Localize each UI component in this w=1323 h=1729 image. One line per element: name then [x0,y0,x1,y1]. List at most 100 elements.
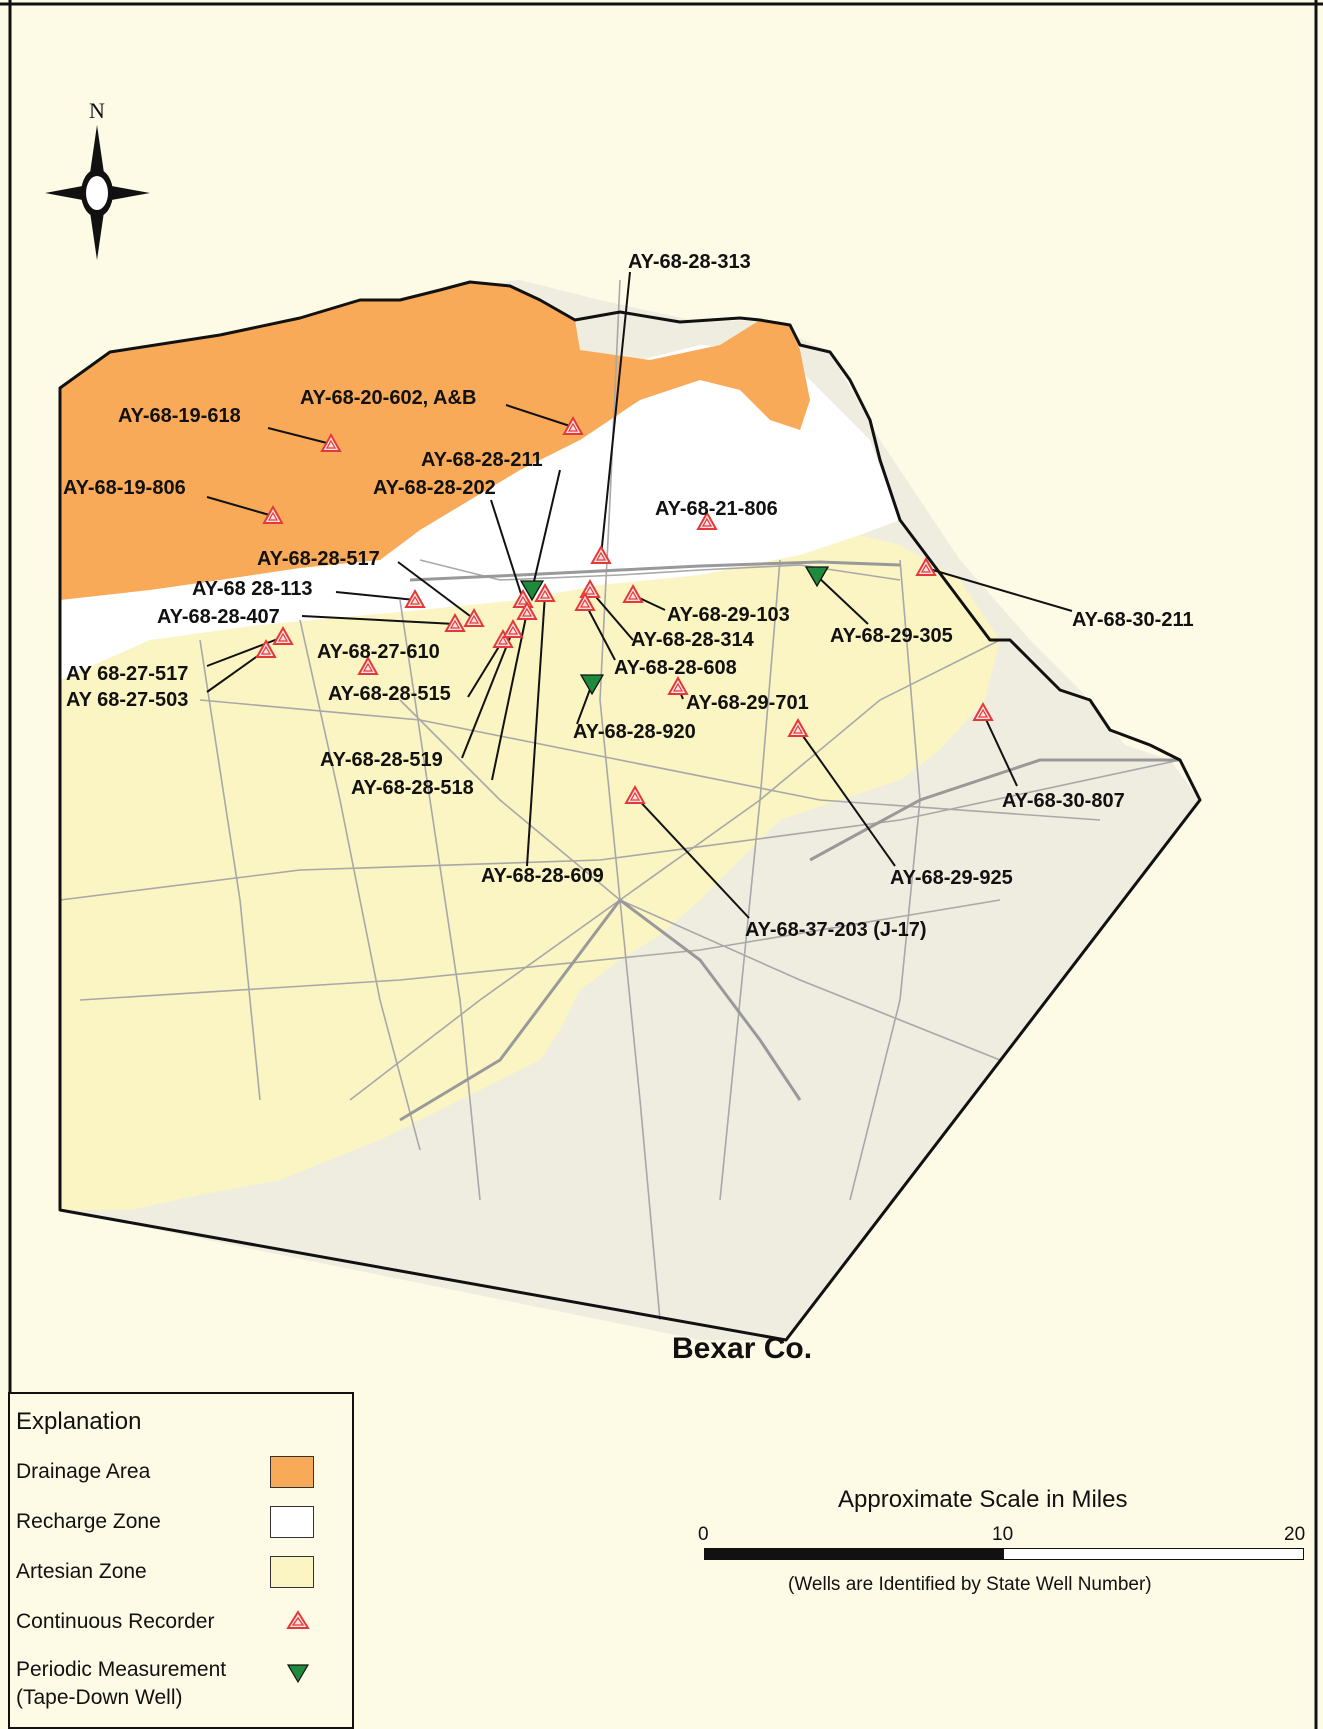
leader-line-ay-68-19-806 [206,496,274,517]
well-label: AY 68-27-503 [66,689,188,711]
well-label: AY-68-30-211 [1072,609,1194,631]
leader-line-ay-68-19-618 [267,427,332,445]
well-label: AY-68-19-618 [118,405,241,427]
highways [399,560,1180,1122]
county-boundary [58,280,1202,1342]
well-label: AY-68-28-519 [320,749,443,771]
leader-line-ay-68-28-313 [600,271,631,557]
leader-line-ay-68-28-609 [526,593,546,867]
legend-swatch-recharge [270,1506,314,1538]
scale-bar-filled-segment [705,1549,1004,1559]
scale-tick-20: 20 [1284,1524,1306,1545]
leader-line-ay-68-29-305 [816,575,869,625]
periodic-well-marker [579,674,605,696]
well-label: AY-68-20-602, A&B [300,387,476,409]
recorder-well-marker [624,784,646,804]
well-label: AY-68-28-515 [328,683,451,705]
well-label: AY-68-28-202 [373,477,496,499]
periodic-well-marker [519,580,545,602]
leader-line-ay-68-29-925 [797,728,896,867]
scale-tick-10: 10 [992,1524,1014,1545]
scale-bar [704,1548,1304,1560]
leader-line-ay-68-20-602-a-b [505,404,574,428]
well-label: AY 68-27-517 [66,663,188,685]
legend-label-artesian: Artesian Zone [16,1560,147,1583]
recorder-well-marker [255,638,277,658]
recorder-well-marker [667,675,689,695]
recorder-well-marker [590,544,612,564]
north-label: N [89,98,105,123]
recorder-well-marker [534,582,556,602]
recorder-well-marker [502,618,524,638]
well-label: AY-68 28-113 [192,578,312,600]
recorder-well-marker [696,510,718,530]
recorder-well-marker [492,628,514,648]
well-label: AY-68-29-103 [667,604,790,626]
recorder-well-marker [516,600,538,620]
recorder-well-marker [787,717,809,737]
recorder-well-marker [972,701,994,721]
scale-tick-0: 0 [698,1524,709,1545]
well-label: AY-68-28-518 [351,777,474,799]
legend-swatch-artesian [270,1556,314,1588]
recorder-well-marker [444,612,466,632]
well-label: AY-68-28-407 [157,606,280,628]
leader-line-ay-68-28-407 [301,615,456,625]
well-markers [255,415,994,804]
legend-label-recorder: Continuous Recorder [16,1610,215,1633]
legend: Explanation Drainage Area Recharge Zone … [8,1392,354,1729]
well-label: AY-68-28-920 [573,721,696,743]
leader-line-ay-68-28-211 [531,469,561,591]
well-label: AY-68-27-610 [317,641,440,663]
legend-label-drainage: Drainage Area [16,1460,151,1483]
leader-line-ay-68-28-518 [491,611,528,781]
well-label: AY-68-28-313 [628,251,751,273]
recorder-well-marker [622,583,644,603]
scale-title: Approximate Scale in Miles [838,1486,1128,1513]
legend-label-periodic-sub: (Tape-Down Well) [16,1686,183,1709]
well-label: AY-68-28-517 [257,548,380,570]
recorder-well-marker [262,504,284,524]
recorder-well-marker [915,556,937,576]
leader-line-ay-68-30-211 [925,567,1073,612]
leader-line-ay-68-28-519 [461,629,514,759]
leader-line-ay-68-28-113 [335,591,416,601]
well-label: AY-68-28-314 [631,629,755,651]
well-label: AY-68-29-305 [830,625,953,647]
legend-label-recharge: Recharge Zone [16,1510,161,1533]
well-label: AY-68-29-701 [686,692,809,714]
leader-line-ay-68-28-608 [584,602,616,661]
legend-swatch-drainage [270,1456,314,1488]
leader-lines [206,271,1073,919]
well-label: AY-68-28-608 [614,657,737,679]
recorder-well-marker [574,591,596,611]
recorder-well-marker [272,625,294,645]
recorder-well-marker [357,655,379,675]
leader-line-ay-68-30-807 [982,712,1018,787]
recorder-well-marker [463,607,485,627]
leader-line-ay-68-28-517 [397,561,475,620]
leader-line-ay-68-28-515 [467,639,504,698]
leader-line-ay-68-37-203-j-17 [634,795,750,919]
leader-line-ay-68-28-202 [490,499,524,601]
well-label: AY-68-28-609 [481,865,604,887]
well-label: AY-68-21-806 [655,498,778,520]
periodic-well-marker [804,566,830,588]
recorder-well-marker [562,415,584,435]
legend-title: Explanation [16,1408,142,1435]
well-label: AY-68-30-807 [1002,790,1125,812]
legend-label-periodic: Periodic Measurement [16,1658,227,1681]
well-label: AY-68-37-203 (J-17) [745,919,927,941]
recharge-zone [60,345,900,680]
leader-line-ay-68-28-314 [589,589,634,641]
recorder-well-marker [320,432,342,452]
red-triangle-icon [286,1610,310,1629]
drainage-area [60,282,810,600]
well-label: AY-68-28-211 [421,449,543,471]
north-arrow-icon [45,125,150,260]
scale-note: (Wells are Identified by State Well Numb… [788,1574,1152,1595]
leader-line-ay-68-27-517 [206,636,284,667]
county-label: Bexar Co. [672,1332,813,1365]
